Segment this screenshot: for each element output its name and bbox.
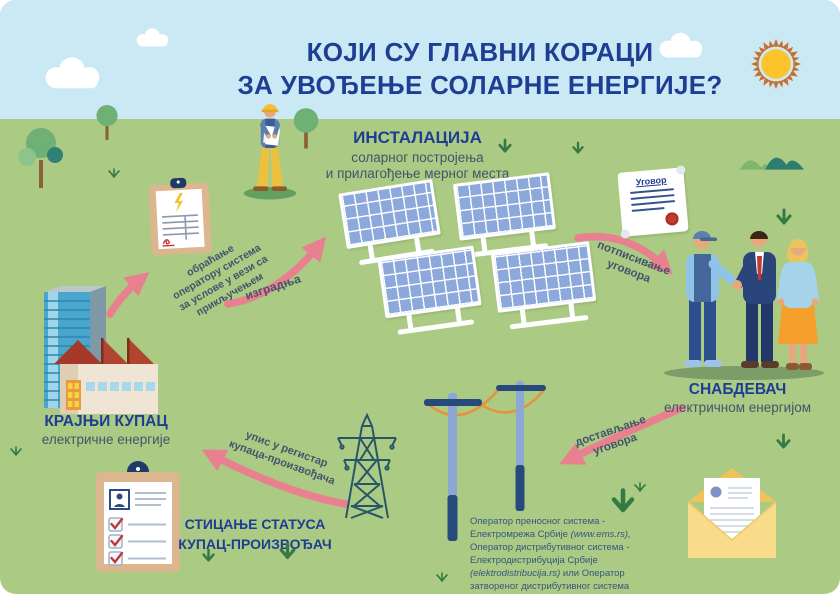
step-end-customer: КРАЈЊИ КУПАЦ електричне енергије xyxy=(20,413,192,447)
sun-icon xyxy=(750,38,802,90)
checkbox-row xyxy=(108,534,166,549)
checkbox-row xyxy=(108,517,166,532)
tree-icon xyxy=(293,108,319,149)
signing-arrow xyxy=(574,232,673,275)
envelope-icon xyxy=(687,468,777,558)
checkbox-row xyxy=(108,551,166,566)
green-down-arrow-icon xyxy=(776,208,792,225)
handshake-hands xyxy=(732,280,742,290)
construction-arrow xyxy=(224,236,327,308)
suit-man-figure xyxy=(732,231,779,368)
status-heading: СТИЦАЊЕ СТАТУСА КУПАЦ-ПРОИЗВОЂАЧ xyxy=(178,516,332,553)
power-line xyxy=(479,389,545,414)
footnote-line: (www.ems.rs), xyxy=(570,528,631,540)
footnote-line: (elektrodistribucija.rs) xyxy=(470,567,561,579)
request-arrow xyxy=(106,272,150,318)
green-down-arrow-icon xyxy=(611,488,635,513)
transmission-tower-icon xyxy=(337,412,397,519)
contract-text-line xyxy=(631,207,665,212)
cloud-icon xyxy=(45,57,100,89)
installation-subtitle: соларног постројења и прилагођење мерног… xyxy=(325,150,510,182)
footnote-line: или Оператор xyxy=(560,567,625,579)
delivery-arrow xyxy=(559,404,686,465)
green-down-arrow-icon xyxy=(279,541,296,559)
grass-tuft xyxy=(10,446,22,456)
solar-panel xyxy=(377,245,482,335)
contract-text-line xyxy=(630,194,675,200)
connection-request-document xyxy=(148,177,212,256)
green-down-arrow-icon xyxy=(498,138,512,153)
scroll-curl xyxy=(675,165,686,175)
step-supplier: СНАБДЕВАЧ електричном енергијом xyxy=(645,381,830,415)
lightning-icon xyxy=(174,192,184,213)
end-customer-subtitle: електричне енергије xyxy=(41,432,171,447)
footnote-line: Оператор преносног система - xyxy=(470,516,606,527)
title-line2: ЗА УВОЂЕЊЕ СОЛАРНЕ ЕНЕРГИЈЕ? xyxy=(237,69,723,100)
installation-heading: ИНСТАЛАЦИЈА xyxy=(353,128,482,147)
registration-arrow xyxy=(201,449,350,508)
person-icon xyxy=(116,493,123,500)
grass-tuft xyxy=(634,482,646,492)
contract-label: Уговор xyxy=(635,174,667,188)
cloud-icon xyxy=(659,32,703,58)
contract-text-line xyxy=(630,188,675,194)
woman-figure xyxy=(777,239,819,370)
grass-tuft xyxy=(108,168,120,178)
grass-tuft xyxy=(436,572,448,582)
registration-checklist-document xyxy=(96,461,180,572)
footnote-line: Оператор дистрибутивног система - xyxy=(470,541,630,553)
supplier-heading: СНАБДЕВАЧ xyxy=(688,381,787,398)
power-poles-icon xyxy=(424,381,546,541)
sky-background xyxy=(0,0,840,119)
end-customer-heading: КРАЈЊИ КУПАЦ xyxy=(44,413,168,430)
contract-text-line xyxy=(631,200,676,206)
operators-footnote: Оператор преносног система - Електромреж… xyxy=(470,516,666,593)
green-down-arrow-icon xyxy=(776,433,791,449)
handshake-figures xyxy=(664,231,824,380)
cloud-icon xyxy=(136,28,169,47)
solar-panel xyxy=(338,178,441,266)
tree-icon xyxy=(96,105,118,140)
tie xyxy=(757,256,762,280)
green-down-arrow-icon xyxy=(572,141,584,154)
page-title: КОЈИ СУ ГЛАВНИ КОРАЦИ ЗА УВОЂЕЊЕ СОЛАРНЕ… xyxy=(230,36,730,102)
worker-man-figure xyxy=(684,231,740,367)
power-line xyxy=(427,389,499,417)
footnote-line: Електромрежа Србије xyxy=(470,528,571,540)
end-customer-building xyxy=(44,286,158,414)
supplier-subtitle: електричном енергијом xyxy=(664,400,811,415)
footnote-line: Електродистрибуција Србије xyxy=(470,554,598,566)
step-installation: ИНСТАЛАЦИЈА соларног постројења и прилаг… xyxy=(300,128,535,182)
worker-figure xyxy=(243,104,297,200)
solar-panel xyxy=(452,172,557,258)
title-line1: КОЈИ СУ ГЛАВНИ КОРАЦИ xyxy=(306,37,654,67)
green-down-arrow-icon xyxy=(202,548,215,562)
signature-icon xyxy=(162,239,175,247)
bushes-icon xyxy=(739,157,805,170)
tree-icon xyxy=(18,128,63,188)
footnote-line: затвореног дистрибутивног система xyxy=(470,580,630,592)
